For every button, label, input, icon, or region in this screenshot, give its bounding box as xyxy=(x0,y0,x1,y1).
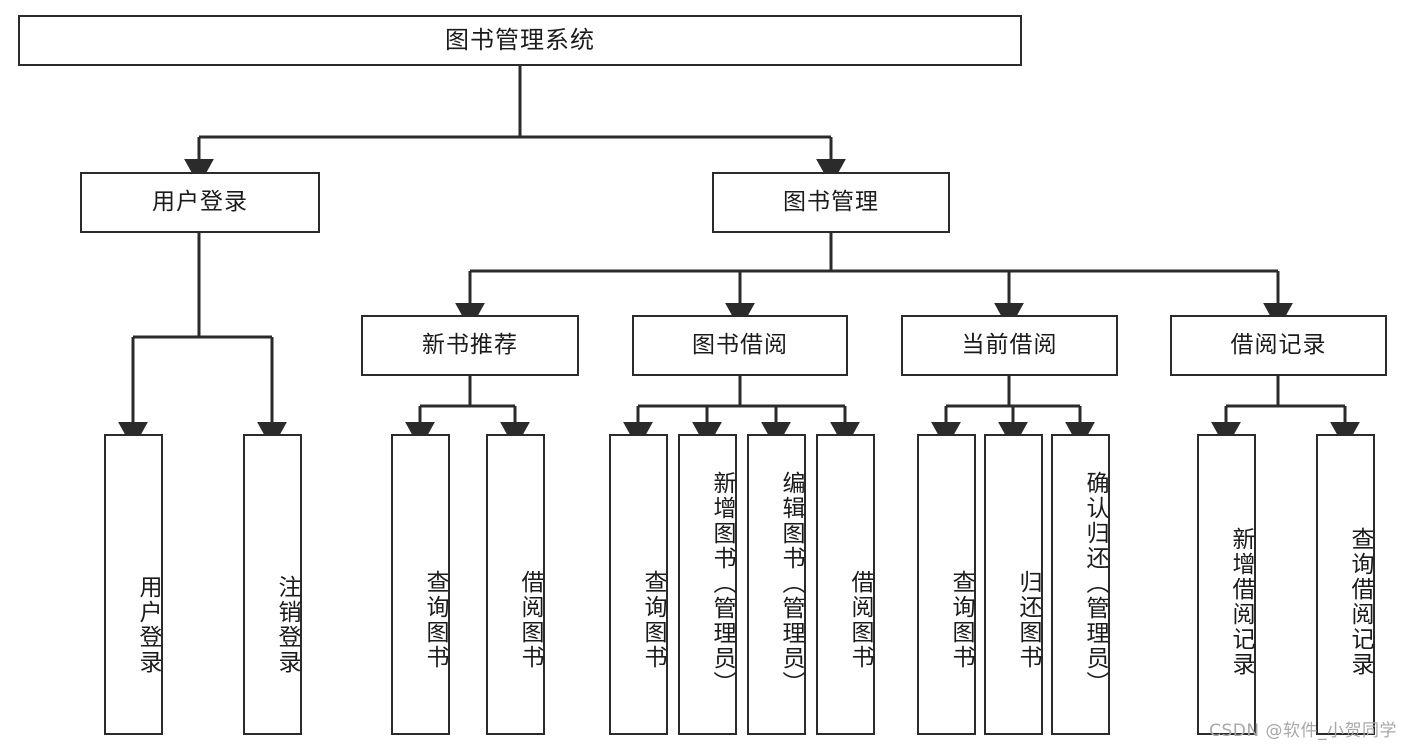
watermark-text: CSDN @软件_小贺同学 xyxy=(1209,721,1397,741)
node-leaf-confirm-return-label: 确认归还（管理员） xyxy=(1082,471,1108,696)
node-leaf-query-book-1-label: 查询图书 xyxy=(422,569,448,670)
node-leaf-borrow-book-1[interactable]: 借阅图书 xyxy=(486,434,545,735)
node-leaf-edit-book[interactable]: 编辑图书（管理员） xyxy=(747,434,806,735)
node-leaf-user-login-label: 用户登录 xyxy=(135,574,161,675)
node-book-manage-label: 图书管理 xyxy=(783,188,879,215)
node-leaf-query-book-1[interactable]: 查询图书 xyxy=(391,434,450,735)
node-borrow-record[interactable]: 借阅记录 xyxy=(1170,315,1387,376)
node-leaf-borrow-book-2[interactable]: 借阅图书 xyxy=(816,434,875,735)
node-leaf-add-book-label: 新增图书（管理员） xyxy=(709,471,735,696)
node-leaf-query-book-3-label: 查询图书 xyxy=(948,569,974,670)
node-current-borrow-label: 当前借阅 xyxy=(961,331,1058,358)
node-book-manage[interactable]: 图书管理 xyxy=(712,172,950,233)
node-leaf-confirm-return[interactable]: 确认归还（管理员） xyxy=(1051,434,1110,735)
node-leaf-add-record-label: 新增借阅记录 xyxy=(1228,526,1254,677)
node-new-book-rec[interactable]: 新书推荐 xyxy=(361,315,579,376)
node-leaf-add-record[interactable]: 新增借阅记录 xyxy=(1197,434,1256,735)
node-leaf-query-book-2-label: 查询图书 xyxy=(640,569,666,670)
node-current-borrow[interactable]: 当前借阅 xyxy=(901,315,1118,376)
node-root-label: 图书管理系统 xyxy=(445,26,595,55)
node-leaf-user-login[interactable]: 用户登录 xyxy=(104,434,163,735)
node-leaf-edit-book-label: 编辑图书（管理员） xyxy=(778,471,804,696)
node-user-login[interactable]: 用户登录 xyxy=(80,172,320,233)
node-leaf-return-book[interactable]: 归还图书 xyxy=(984,434,1043,735)
node-leaf-borrow-book-1-label: 借阅图书 xyxy=(517,569,543,670)
node-user-login-label: 用户登录 xyxy=(152,188,248,215)
node-leaf-query-book-2[interactable]: 查询图书 xyxy=(609,434,668,735)
node-leaf-query-book-3[interactable]: 查询图书 xyxy=(917,434,976,735)
node-root[interactable]: 图书管理系统 xyxy=(18,15,1022,66)
node-book-borrow[interactable]: 图书借阅 xyxy=(632,315,848,376)
node-book-borrow-label: 图书借阅 xyxy=(692,331,788,358)
node-leaf-logout-label: 注销登录 xyxy=(274,574,300,675)
node-leaf-add-book[interactable]: 新增图书（管理员） xyxy=(678,434,737,735)
node-leaf-borrow-book-2-label: 借阅图书 xyxy=(847,569,873,670)
node-new-book-rec-label: 新书推荐 xyxy=(422,331,518,358)
node-leaf-logout[interactable]: 注销登录 xyxy=(243,434,302,735)
node-leaf-return-book-label: 归还图书 xyxy=(1015,569,1041,670)
node-borrow-record-label: 借阅记录 xyxy=(1230,331,1327,358)
node-leaf-query-record-label: 查询借阅记录 xyxy=(1347,526,1373,677)
node-leaf-query-record[interactable]: 查询借阅记录 xyxy=(1316,434,1375,735)
